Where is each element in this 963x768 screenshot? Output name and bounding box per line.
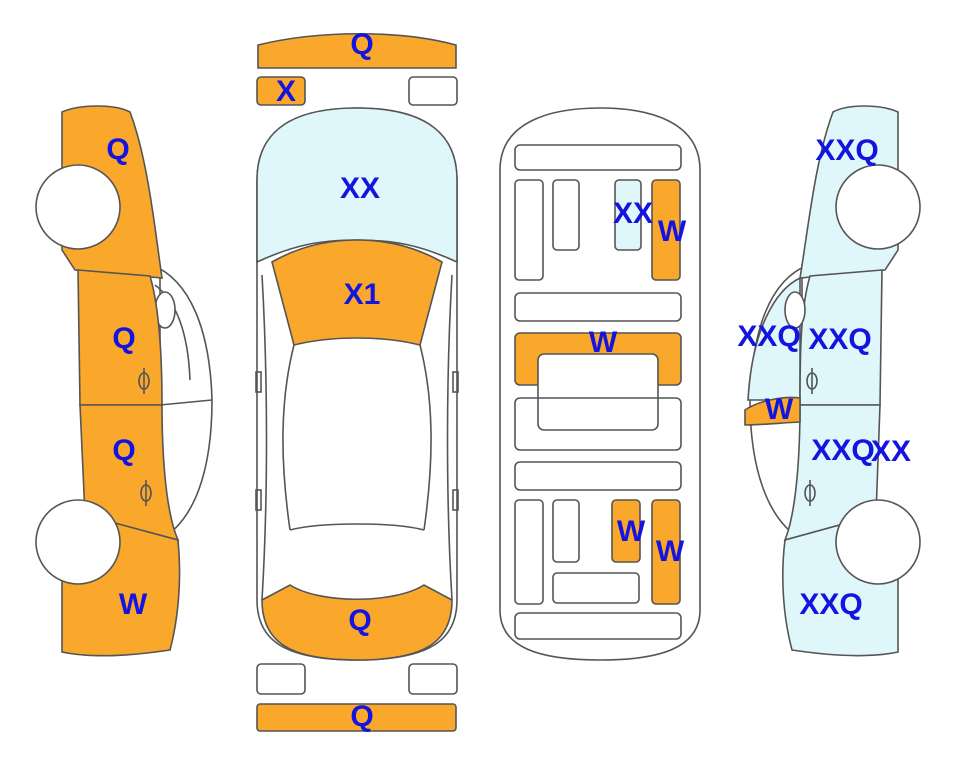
label-trunk: Q — [348, 604, 371, 637]
floor-seat-rear-left — [552, 499, 580, 563]
floor-rail-front-left — [514, 179, 544, 281]
label-right-fender: XXQ — [815, 134, 878, 167]
label-floor-rail-rear-a: W — [617, 515, 646, 548]
top-left-handle — [255, 489, 262, 511]
label-floor-rail-rear-b: W — [656, 535, 685, 568]
top-right-pillar — [419, 344, 432, 531]
floor-rear-panel — [514, 612, 682, 640]
label-left-quarter: W — [119, 588, 148, 621]
floor-outline — [499, 107, 701, 661]
label-floor-crossmember: W — [589, 326, 618, 359]
label-left-headlight: X — [276, 75, 296, 108]
top-left-pillar — [282, 344, 295, 531]
floor-rear-crossbar — [514, 461, 682, 491]
label-right-rear-door-b: XX — [871, 435, 911, 468]
label-front-bumper: Q — [350, 28, 373, 61]
rear-bumper-panel[interactable] — [256, 703, 457, 732]
label-rear-bumper: Q — [350, 700, 373, 733]
floor-rail-rear-a[interactable] — [611, 499, 641, 563]
floor-rail-rear-left — [514, 499, 544, 605]
left-rear-door-handle — [140, 480, 152, 506]
label-left-front-door: Q — [112, 322, 135, 355]
top-left-mirror — [255, 371, 262, 393]
top-right-mirror — [452, 371, 459, 393]
floor-center-tunnel — [537, 353, 659, 431]
right-front-door-handle — [806, 368, 818, 394]
floor-rail-front-right[interactable] — [651, 179, 681, 281]
top-left-side-line — [261, 274, 268, 601]
front-bumper-panel[interactable] — [257, 33, 457, 69]
label-left-rear-door: Q — [112, 434, 135, 467]
floor-front-crossbar — [514, 144, 682, 171]
right-rear-door-handle — [804, 480, 816, 506]
left-window-line — [154, 284, 191, 381]
left-headlight-panel[interactable] — [256, 76, 306, 106]
right-headlight-panel — [408, 76, 458, 106]
floor-rail-rear-b[interactable] — [651, 499, 681, 605]
left-rear-wheel — [35, 499, 121, 585]
label-floor-rail-front-right: W — [658, 215, 687, 248]
right-rear-wheel — [835, 499, 921, 585]
label-left-fender: Q — [106, 133, 129, 166]
right-taillight-panel — [408, 663, 458, 695]
floor-rear-crossmember — [514, 397, 682, 451]
top-right-handle — [452, 489, 459, 511]
label-floor-seat-front-right: XX — [613, 197, 653, 230]
top-right-side-line — [446, 274, 453, 601]
left-taillight-panel — [256, 663, 306, 695]
floor-seat-front-left — [552, 179, 580, 251]
right-front-wheel — [835, 164, 921, 250]
trunk-panel[interactable] — [261, 584, 453, 661]
floor-seat-front-right[interactable] — [614, 179, 642, 251]
floor-view — [499, 107, 701, 661]
label-right-rear-door-a: XXQ — [811, 434, 874, 467]
left-front-wheel — [35, 164, 121, 250]
label-right-pillar: XXQ — [737, 320, 800, 353]
label-right-quarter: XXQ — [799, 588, 862, 621]
label-hood: X1 — [344, 278, 381, 311]
floor-spare-well — [552, 572, 640, 604]
right-mirror-panel[interactable] — [744, 396, 801, 426]
left-window-split — [159, 399, 213, 406]
label-right-mirror: W — [765, 393, 794, 426]
label-right-front-door: XXQ — [808, 323, 871, 356]
left-side-view — [35, 105, 213, 657]
right-side-view — [744, 105, 921, 657]
windshield-panel[interactable] — [256, 107, 458, 264]
top-rear-window — [289, 523, 425, 531]
right-mirror-glass — [784, 291, 806, 329]
top-view — [255, 33, 459, 732]
label-windshield: XX — [340, 172, 380, 205]
floor-mid-crossbar — [514, 292, 682, 322]
hood-panel[interactable] — [271, 239, 443, 346]
left-front-door-handle — [138, 368, 150, 394]
damage-labels: Q X XX X1 Q Q Q Q Q W XX W W W W XXQ XXQ… — [106, 28, 911, 733]
